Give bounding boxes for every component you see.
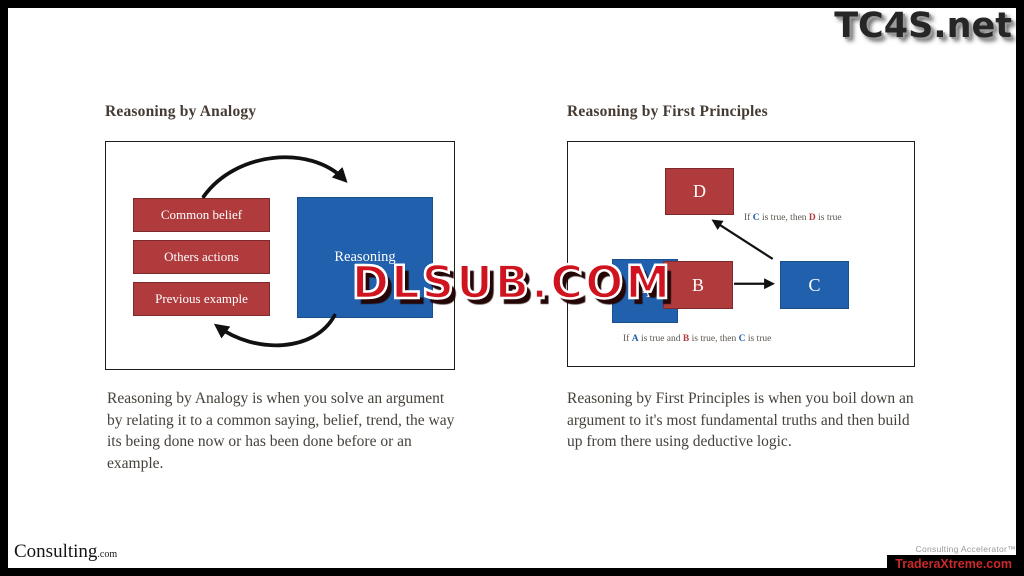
rule-var-c: C [738, 334, 746, 344]
left-panel-description: Reasoning by Analogy is when you solve a… [107, 390, 455, 473]
node-b-label: B [691, 274, 704, 295]
node-c-label: C [808, 274, 821, 295]
cycle-arrow-top-icon [201, 155, 348, 199]
rule-text: is true, then [759, 213, 809, 223]
node-d: D [665, 168, 734, 215]
rule-text: If [744, 213, 753, 223]
reasoning-process-label: Reasoning [334, 249, 396, 265]
rule-var-a: A [631, 334, 639, 344]
left-panel-heading: Reasoning by Analogy [105, 103, 257, 120]
rule-text: is true [745, 334, 772, 344]
rule-text: is true, then [689, 334, 739, 344]
analogy-input-label: Others actions [164, 249, 239, 264]
analogy-input-box: Previous example [133, 282, 270, 316]
rule-var-b: B [682, 334, 690, 344]
analogy-input-label: Common belief [160, 207, 243, 222]
consulting-logo-text: Consulting [14, 541, 98, 562]
watermark-traderaxtreme: TraderaXtreme.com [887, 555, 1016, 576]
rule-c-implies-d: If C is true, then D is true [744, 213, 842, 223]
first-principles-diagram: A B C D If C is true, then D is true If … [567, 141, 915, 367]
arrow-c-to-d-icon [711, 219, 774, 260]
right-panel-heading: Reasoning by First Principles [567, 103, 768, 120]
node-d-label: D [693, 181, 706, 201]
inference-arrows-icon [711, 219, 775, 290]
rule-var-c: C [752, 213, 760, 223]
reasoning-process-box: Reasoning [297, 197, 433, 318]
node-c: C [780, 261, 849, 309]
rule-a-b-implies-c: If A is true and B is true, then C is tr… [623, 334, 771, 344]
analogy-input-box: Others actions [133, 240, 270, 274]
consulting-logo: Consulting.com [14, 541, 117, 563]
analogy-input-label: Previous example [155, 291, 248, 306]
watermark-dlsub: DLSUB.COM [351, 255, 673, 311]
analogy-diagram: Common belief Others actions Previous ex… [105, 141, 455, 370]
rule-text: is true and [638, 334, 683, 344]
analogy-input-box: Common belief [133, 198, 270, 232]
rule-text: is true [815, 213, 842, 223]
cycle-arrow-bottom-icon [213, 313, 337, 348]
right-panel-description: Reasoning by First Principles is when yo… [567, 390, 914, 451]
rule-var-d: D [808, 213, 816, 223]
node-a-label: A [638, 280, 652, 301]
rule-text: If [623, 334, 632, 344]
node-b: B [663, 261, 733, 309]
footer-right-block: Consulting Accelerator™ TraderaXtreme.co… [887, 544, 1016, 576]
consulting-accelerator-label: Consulting Accelerator™ [915, 544, 1016, 554]
watermark-tc4s: TC4S.net [834, 6, 1012, 46]
consulting-logo-suffix: .com [97, 549, 118, 560]
